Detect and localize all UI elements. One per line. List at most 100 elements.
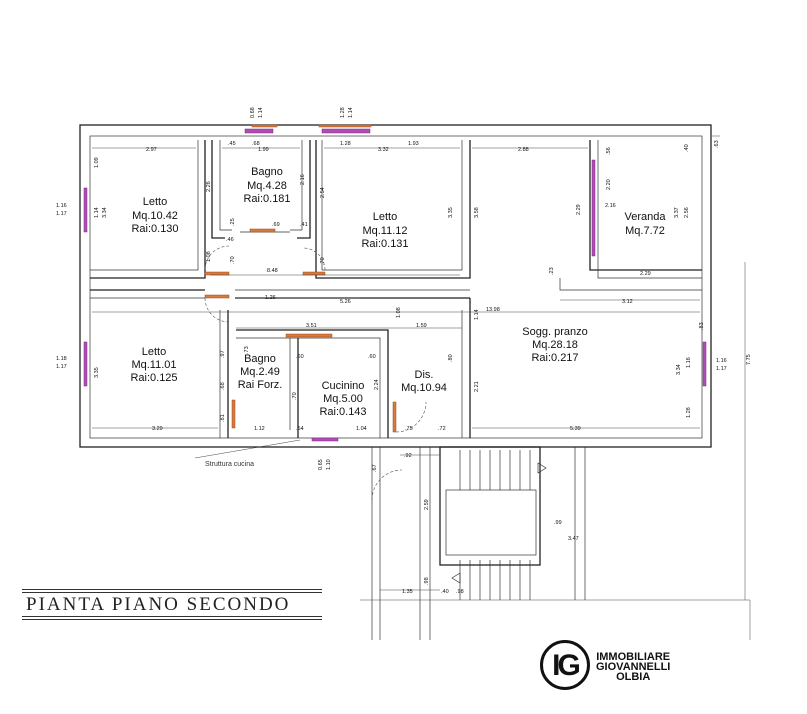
dimension-label: .56	[606, 147, 612, 155]
room-area: Mq.10.94	[401, 382, 447, 394]
window-dimension: 0.65	[318, 459, 324, 470]
dimension-label: 2.56	[684, 207, 690, 218]
room-label: Dis.	[415, 369, 434, 381]
dimension-label: 1.09	[94, 157, 100, 168]
dimension-label: 2.29	[640, 271, 651, 277]
room-rai: Rai Forz.	[238, 379, 283, 391]
dimension-label: 1.16	[686, 357, 692, 368]
dimension-label: 8.48	[267, 268, 278, 274]
window-dimension: 1.16	[716, 358, 727, 364]
plan-title: PIANTA PIANO SECONDO	[26, 594, 291, 615]
room-area: Mq.5.00	[323, 393, 363, 405]
room-rai: Rai:0.125	[130, 372, 177, 384]
window-dimension: 1.17	[716, 366, 727, 372]
dimension-label: 1.08	[206, 251, 212, 262]
room-label: Bagno	[244, 353, 276, 365]
dimension-label: 1.04	[356, 426, 367, 432]
dimension-label: .63	[714, 140, 720, 148]
room-label: Letto	[143, 196, 167, 208]
logo-line-2: GIOVANNELLI	[596, 661, 671, 673]
dimension-label: 3.58	[474, 207, 480, 218]
window-dimension: 1.18	[56, 356, 67, 362]
dimension-label: .70	[292, 392, 298, 400]
dimension-label: .60	[368, 354, 376, 360]
horizontal-dimensions: 2.97 .45 .68 1.99 1.28 3.32 1.93 2.88 .6…	[146, 141, 651, 595]
stair-treads	[451, 450, 547, 600]
dimension-label: 1.93	[408, 141, 419, 147]
room-area: Mq.7.72	[625, 225, 665, 237]
dimension-label: .23	[549, 267, 555, 275]
dimension-label: .68	[252, 141, 260, 147]
vertical-dimensions: 1.09 1.14 3.34 2.26 2.16 2.54 3.35 3.58 …	[94, 140, 752, 585]
window-dimension: 0.68	[250, 107, 256, 118]
dimension-label: .45	[228, 141, 236, 147]
dimension-label: .25	[230, 218, 236, 226]
dimension-label: .72	[438, 426, 446, 432]
plan-title-block: PIANTA PIANO SECONDO	[22, 589, 324, 620]
dimension-label: 2.24	[374, 379, 380, 390]
dimension-label: 3.12	[622, 299, 633, 305]
window-dimension: 1.14	[348, 107, 354, 118]
dimension-label: 2.16	[300, 174, 306, 185]
dimension-label: 2.26	[206, 181, 212, 192]
title-rule-bottom-inner	[22, 616, 322, 617]
dimension-label: 1.12	[254, 426, 265, 432]
outer-walls	[79, 124, 712, 448]
dimension-label: .73	[244, 346, 250, 354]
dimension-label: .81	[220, 414, 226, 422]
dimension-label: 1.14	[94, 207, 100, 218]
logo-mark-icon: IG	[540, 640, 590, 690]
dimension-label: 3.47	[568, 536, 579, 542]
dimension-label: 2.97	[146, 147, 157, 153]
dimension-label: 3.37	[674, 207, 680, 218]
dimension-label: 5.39	[570, 426, 581, 432]
title-rule-bottom	[22, 619, 322, 620]
room-area: Mq.11.01	[131, 359, 176, 371]
dimension-label: 1.28	[340, 141, 351, 147]
dimension-lines	[92, 135, 746, 600]
dimension-label: .97	[220, 350, 226, 358]
dimension-label: .41	[300, 222, 308, 228]
dimension-label: .80	[448, 354, 454, 362]
window-dimension: 1.17	[56, 364, 67, 370]
logo-line-3: OLBIA	[616, 671, 651, 683]
window-dimension: 1.28	[340, 107, 346, 118]
window-dimension: 1.10	[326, 459, 332, 470]
dimension-label: 1.08	[396, 307, 402, 318]
company-logo: IG IMMOBILIARE GIOVANNELLI OLBIA	[540, 640, 710, 692]
dimension-label: 2.29	[576, 204, 582, 215]
room-area: Mq.4.28	[247, 180, 287, 192]
window-dimension: 1.14	[258, 107, 264, 118]
room-label: Veranda	[625, 211, 667, 223]
dimension-label: 5.26	[340, 299, 351, 305]
door-swings	[204, 245, 427, 501]
dimension-label: 1.26	[265, 295, 276, 301]
windows	[83, 128, 707, 442]
dimension-label: 3.51	[306, 323, 317, 329]
dimension-label: 1.35	[402, 589, 413, 595]
dimension-label: 1.28	[686, 407, 692, 418]
dimension-label: .75	[405, 426, 413, 432]
dimension-label: .67	[372, 464, 378, 472]
room-label: Letto	[142, 346, 166, 358]
dimension-label: 2.21	[474, 381, 480, 392]
dimension-label: .98	[456, 589, 464, 595]
room-label: Letto	[373, 211, 397, 223]
logo-wordmark: IMMOBILIARE GIOVANNELLI OLBIA	[596, 652, 671, 683]
window-dimension: 1.17	[56, 211, 67, 217]
dimension-label: 3.35	[94, 367, 100, 378]
room-area: Mq.10.42	[132, 210, 178, 222]
room-labels: Letto Mq.10.42 Rai:0.130 Bagno Mq.4.28 R…	[130, 166, 666, 418]
dimension-label: .92	[404, 453, 412, 459]
room-area: Mq.28.18	[532, 339, 578, 351]
dimension-label: .54	[296, 426, 304, 432]
dimension-label: 3.35	[448, 207, 454, 218]
dimension-label: 13.98	[486, 307, 500, 313]
dimension-label: .83	[699, 322, 705, 330]
dimension-label: 7.75	[746, 354, 752, 365]
dimension-label: 1.59	[416, 323, 427, 329]
room-label: Cucinino	[322, 380, 365, 392]
dimension-label: 3.29	[152, 426, 163, 432]
room-label: Sogg. pranzo	[522, 326, 587, 338]
